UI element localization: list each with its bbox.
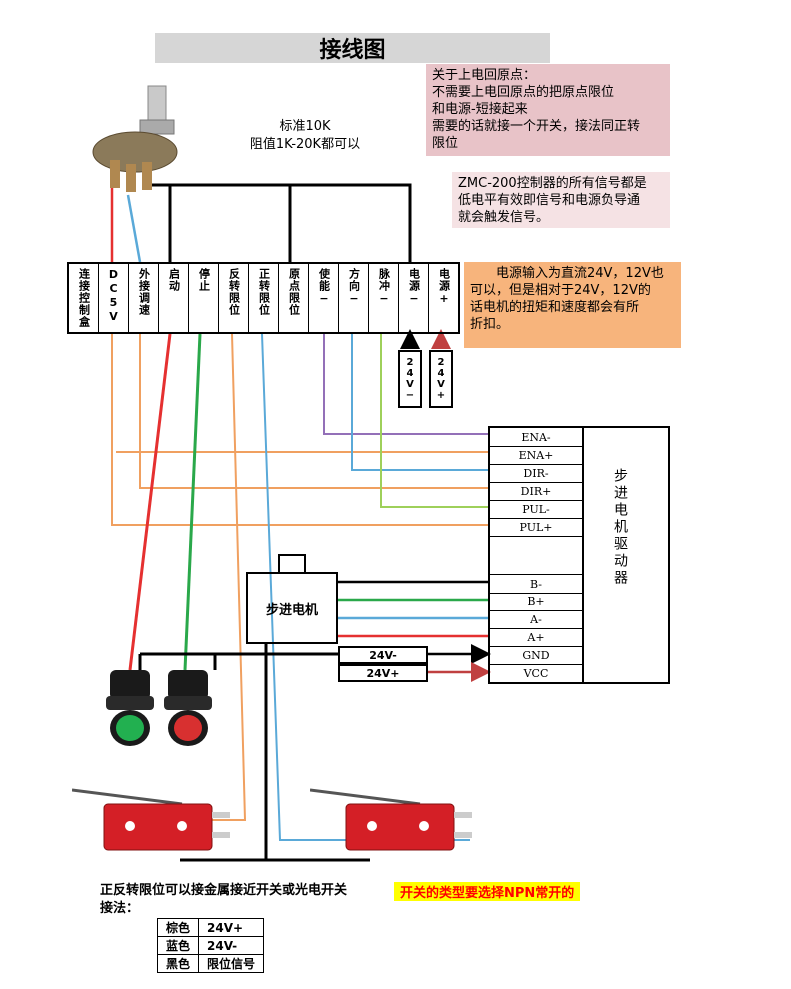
note-line: 可以，但是相对于24V，12V的 bbox=[470, 283, 651, 298]
note-line: 折扣。 bbox=[470, 317, 510, 332]
note-line: 和电源-短接起来 bbox=[432, 102, 528, 117]
note-line: 电源输入为直流24V，12V也 bbox=[496, 266, 664, 281]
note-line: 就会触发信号。 bbox=[458, 210, 550, 225]
note-line: 话电机的扭矩和速度都会有所 bbox=[470, 300, 640, 315]
power-pin-pos: 24V+ bbox=[429, 350, 453, 408]
driver-pin-dir-pos: DIR+ bbox=[490, 482, 582, 501]
driver-label: 步进电机驱动器 bbox=[612, 468, 628, 587]
controller-terminal-block: 连接控制盒 DC5V 外接调速 启动 停止 反转限位 正转限位 原点限位 使能−… bbox=[67, 262, 460, 334]
terminal-direction: 方向− bbox=[339, 264, 369, 332]
driver-pin-ena-neg: ENA- bbox=[490, 428, 582, 447]
terminal-origin-limit: 原点限位 bbox=[279, 264, 309, 332]
footer-line-1: 正反转限位可以接金属接近开关或光电开关 bbox=[100, 883, 348, 898]
legend-color: 棕色 bbox=[156, 918, 200, 937]
power-pin-neg: 24V− bbox=[398, 350, 422, 408]
potentiometer-label: 标准10K 阻值1K-20K都可以 bbox=[240, 118, 370, 154]
legend-color: 蓝色 bbox=[156, 936, 200, 955]
terminal-stop: 停止 bbox=[189, 264, 219, 332]
driver-pin-b-pos: B+ bbox=[490, 592, 582, 611]
terminal-forward-limit: 正转限位 bbox=[249, 264, 279, 332]
note-home-origin: 关于上电回原点： 不需要上电回原点的把原点限位 和电源-短接起来 需要的话就接一… bbox=[426, 64, 670, 156]
legend-row: 黑色限位信号 bbox=[156, 954, 265, 973]
legend-signal: 限位信号 bbox=[198, 954, 265, 973]
note-zmc-signal: ZMC-200控制器的所有信号都是 低电平有效即信号和电源负导通 就会触发信号。 bbox=[452, 172, 670, 228]
footer-note: 正反转限位可以接金属接近开关或光电开关 接法： bbox=[100, 882, 347, 918]
potentiometer-image bbox=[92, 85, 178, 192]
psu-pos: 24V+ bbox=[338, 664, 428, 682]
driver-pin-ena-pos: ENA+ bbox=[490, 446, 582, 465]
legend-color: 黑色 bbox=[156, 954, 200, 973]
driver-pin-pul-neg: PUL- bbox=[490, 500, 582, 519]
footer-warning: 开关的类型要选择NPN常开的 bbox=[394, 882, 581, 901]
terminal-speed: 外接调速 bbox=[129, 264, 159, 332]
pot-line-1: 标准10K bbox=[279, 119, 331, 134]
limit-switch-right-image bbox=[310, 788, 472, 851]
driver-pin-a-pos: A+ bbox=[490, 628, 582, 647]
stepper-motor: 步进电机 bbox=[246, 572, 338, 644]
terminal-connect-box: 连接控制盒 bbox=[69, 264, 99, 332]
footer-line-2: 接法： bbox=[100, 901, 140, 916]
terminal-pulse: 脉冲− bbox=[369, 264, 399, 332]
terminal-power-pos: 电源+ bbox=[437, 268, 451, 306]
terminal-power-neg: 电源− bbox=[399, 264, 429, 332]
driver-pin-vcc: VCC bbox=[523, 666, 549, 680]
driver-pin-dir-neg: DIR- bbox=[490, 464, 582, 483]
terminal-reverse-limit: 反转限位 bbox=[219, 264, 249, 332]
note-line: 关于上电回原点： bbox=[432, 68, 537, 83]
note-line: ZMC-200控制器的所有信号都是 bbox=[458, 176, 647, 191]
stepper-driver: ENA- ENA+ DIR- DIR+ PUL- PUL+ B- B+ A- A… bbox=[488, 426, 670, 684]
start-button-image bbox=[106, 670, 154, 746]
terminal-enable: 使能− bbox=[309, 264, 339, 332]
terminal-start: 启动 bbox=[159, 264, 189, 332]
legend-signal: 24V- bbox=[198, 936, 265, 955]
legend-signal: 24V+ bbox=[198, 918, 265, 937]
terminal-dc5v: DC5V bbox=[99, 264, 129, 332]
psu-neg: 24V- bbox=[338, 646, 428, 664]
motor-cap bbox=[278, 554, 306, 574]
driver-pin-pul-pos: PUL+ bbox=[490, 518, 582, 537]
limit-switch-left-image bbox=[72, 788, 230, 851]
stop-button-image bbox=[164, 670, 212, 746]
driver-pin-b-neg: B- bbox=[490, 574, 582, 594]
driver-pin-a-neg: A- bbox=[490, 610, 582, 629]
note-line: 不需要上电回原点的把原点限位 bbox=[432, 85, 615, 100]
note-line: 低电平有效即信号和电源负导通 bbox=[458, 193, 641, 208]
pot-line-2: 阻值1K-20K都可以 bbox=[249, 137, 361, 152]
note-line: 需要的话就接一个开关，接法同正转 bbox=[432, 119, 641, 134]
driver-pin-gnd: GND bbox=[490, 646, 582, 665]
page-title: 接线图 bbox=[155, 33, 550, 63]
note-power-input: 电源输入为直流24V，12V也 可以，但是相对于24V，12V的 话电机的扭矩和… bbox=[464, 262, 681, 348]
driver-pin-column: ENA- ENA+ DIR- DIR+ PUL- PUL+ B- B+ A- A… bbox=[490, 428, 584, 682]
note-line: 限位 bbox=[432, 136, 459, 151]
